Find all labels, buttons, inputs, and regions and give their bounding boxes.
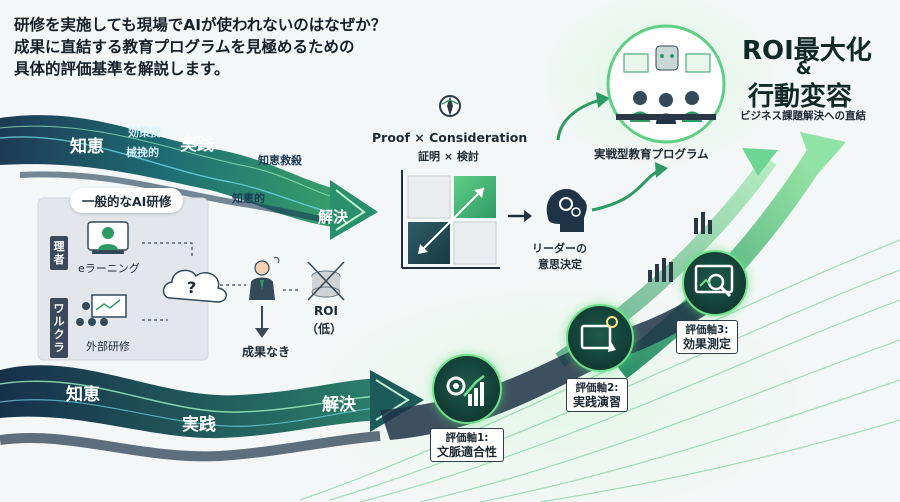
intro-text: 研修を実施しても現場でAIが使われないのはなぜか？ 成果に直結する教育プログラム… — [14, 14, 386, 80]
side-label-riji: 理者 — [50, 236, 68, 270]
result-label: 成果なき — [242, 345, 291, 359]
headline-roi: ROI最大化 — [742, 36, 872, 66]
axis-3-line-1: 評価軸3: — [685, 324, 729, 336]
bottom-ribbon-kaiketsu: 解決 — [322, 395, 356, 415]
external-training-label: 外部研修 — [86, 340, 130, 353]
roi-low-label-2: （低） — [306, 322, 343, 336]
measurement-icon — [682, 250, 748, 316]
question-mark-icon: ? — [187, 278, 197, 297]
general-training-title: 一般的なAI研修 — [70, 188, 184, 213]
headline-sub: ビジネス課題解決への直結 — [740, 110, 866, 122]
program-label: 実戦型教育プログラム — [594, 147, 709, 161]
elearning-label: eラーニング — [78, 262, 140, 275]
top-ribbon-jissen: 実践 — [180, 135, 214, 155]
axis-1-label: 評価軸1: 文脈適合性 — [430, 428, 505, 462]
bottom-ribbon-chie: 知恵 — [66, 385, 100, 405]
side-label-warukura: ワルクラ — [50, 298, 68, 358]
intro-line-3: 具体的評価基準を解説します。 — [14, 60, 230, 78]
top-ribbon-chie: 知恵 — [70, 137, 104, 157]
context-fit-icon — [432, 354, 502, 424]
axis-1-line-1: 評価軸1: — [445, 432, 489, 444]
axis-3-line-2: 効果測定 — [683, 337, 732, 351]
headline-amp: & — [796, 58, 812, 79]
axis-1-line-2: 文脈適合性 — [437, 445, 498, 459]
roi-low-label-1: ROI — [314, 304, 338, 318]
top-ribbon-small-1: 効策挽 — [128, 126, 161, 139]
proof-subtitle: 証明 × 検討 — [418, 150, 479, 163]
leader-label-1: リーダーの — [532, 242, 587, 255]
axis-2-line-1: 評価軸2: — [575, 382, 619, 394]
axis-3-label: 評価軸3: 効果測定 — [676, 320, 739, 354]
axis-2-label: 評価軸2: 実践演習 — [566, 378, 629, 412]
proof-title: Proof × Consideration — [372, 130, 528, 145]
headline-change: 行動変容 — [748, 82, 853, 112]
practice-icon — [566, 304, 634, 372]
top-ribbon-kaiketsu: 解決 — [318, 208, 349, 226]
top-ribbon-small-3: 知恵救殺 — [258, 154, 302, 167]
intro-line-2: 成果に直結する教育プログラムを見極めるための — [14, 38, 355, 56]
top-ribbon-small-4: 知恵的 — [232, 192, 265, 205]
top-ribbon-small-2: 械挽的 — [126, 146, 159, 159]
leader-label-2: 意思決定 — [538, 258, 582, 271]
axis-2-line-2: 実践演習 — [573, 395, 622, 409]
intro-line-1: 研修を実施しても現場でAIが使われないのはなぜか？ — [14, 16, 387, 34]
bottom-ribbon-jissen: 実践 — [182, 415, 216, 435]
